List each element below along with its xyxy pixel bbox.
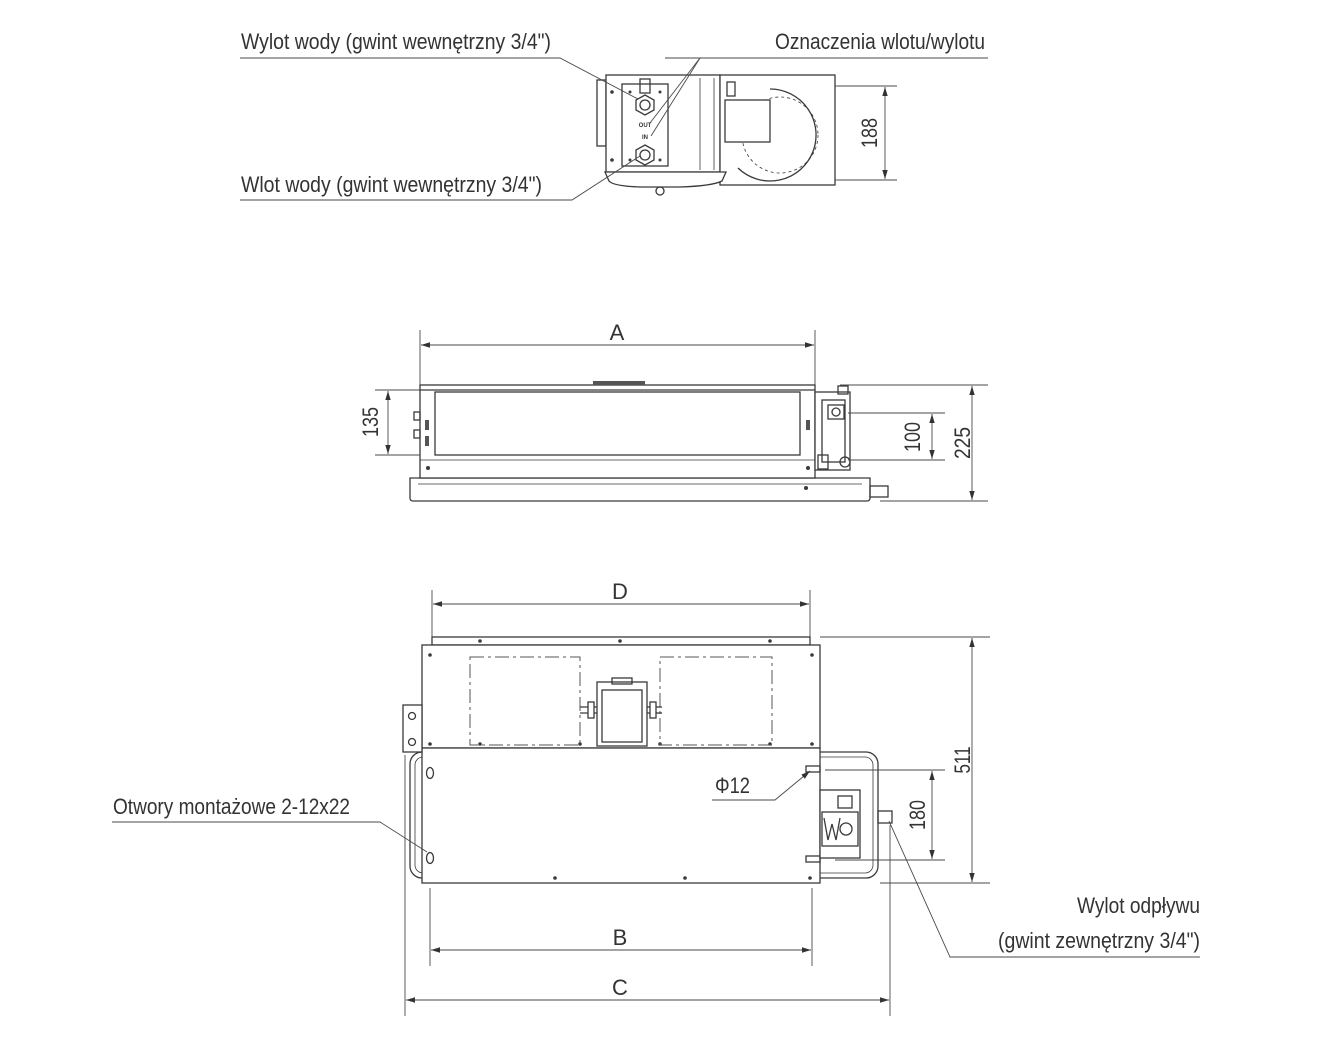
dimension-c: C bbox=[404, 755, 891, 1016]
dim-b-text: B bbox=[613, 925, 628, 950]
dim-d-text: D bbox=[612, 579, 628, 604]
motor bbox=[580, 677, 662, 747]
dimension-depth: 511 bbox=[820, 636, 990, 884]
front-view-drawing bbox=[409, 381, 889, 502]
depth-dim-text: 511 bbox=[950, 747, 975, 774]
dim-a-text: A bbox=[610, 320, 625, 345]
pipe-spacing-dim-text: 100 bbox=[900, 422, 925, 452]
outlet-coupling bbox=[635, 78, 655, 116]
out-mark: OUT bbox=[639, 123, 652, 129]
mounting-holes-callout: Otwory montażowe 2-12x22 bbox=[112, 794, 428, 853]
fan-outline-right bbox=[659, 656, 773, 746]
mounting-holes-label: Otwory montażowe 2-12x22 bbox=[113, 794, 350, 819]
front-pipe-fittings bbox=[814, 385, 851, 471]
diameter-callout: Φ12 bbox=[712, 770, 811, 801]
plan-pipe-fittings bbox=[819, 789, 861, 859]
markings-label: Oznaczenia wlotu/wylotu bbox=[775, 29, 985, 54]
mounting-hole bbox=[425, 766, 435, 780]
plan-view-drawing bbox=[402, 636, 893, 884]
dimension-top-height: 188 bbox=[838, 85, 897, 181]
water-outlet-callout: Wylot wody (gwint wewnętrzny 3/4") bbox=[240, 29, 639, 100]
inlet-coupling bbox=[635, 144, 655, 166]
diameter-text: Φ12 bbox=[715, 773, 750, 798]
drain-label-line2: (gwint zewnętrzny 3/4") bbox=[998, 928, 1200, 953]
mounting-bracket bbox=[402, 704, 423, 753]
markings-callout: Oznaczenia wlotu/wylotu bbox=[649, 29, 988, 137]
total-height-dim-text: 225 bbox=[950, 427, 975, 459]
fan-outline-left bbox=[469, 656, 581, 746]
left-height-dim-text: 135 bbox=[358, 407, 383, 437]
drain-outlet-callout: Wylot odpływu (gwint zewnętrzny 3/4") bbox=[888, 820, 1200, 958]
water-inlet-callout: Wlot wody (gwint wewnętrzny 3/4") bbox=[240, 155, 641, 201]
drain-offset-dim-text: 180 bbox=[905, 800, 930, 830]
dimension-b: B bbox=[429, 888, 813, 966]
dimension-left-height: 135 bbox=[358, 389, 420, 456]
in-mark: IN bbox=[642, 135, 648, 141]
dimension-d: D bbox=[431, 579, 811, 637]
water-outlet-label: Wylot wody (gwint wewnętrzny 3/4") bbox=[241, 29, 551, 54]
dimension-a: A bbox=[419, 320, 816, 385]
dimension-pipe-spacing: 100 bbox=[848, 412, 945, 461]
top-height-dim-text: 188 bbox=[857, 118, 882, 148]
drain-label-line1: Wylot odpływu bbox=[1077, 893, 1200, 918]
dim-c-text: C bbox=[612, 975, 628, 1000]
top-view-drawing: OUT IN bbox=[596, 74, 840, 196]
dimension-total-height: 225 bbox=[840, 384, 988, 502]
water-inlet-label: Wlot wody (gwint wewnętrzny 3/4") bbox=[241, 172, 542, 197]
mounting-hole bbox=[425, 851, 435, 865]
